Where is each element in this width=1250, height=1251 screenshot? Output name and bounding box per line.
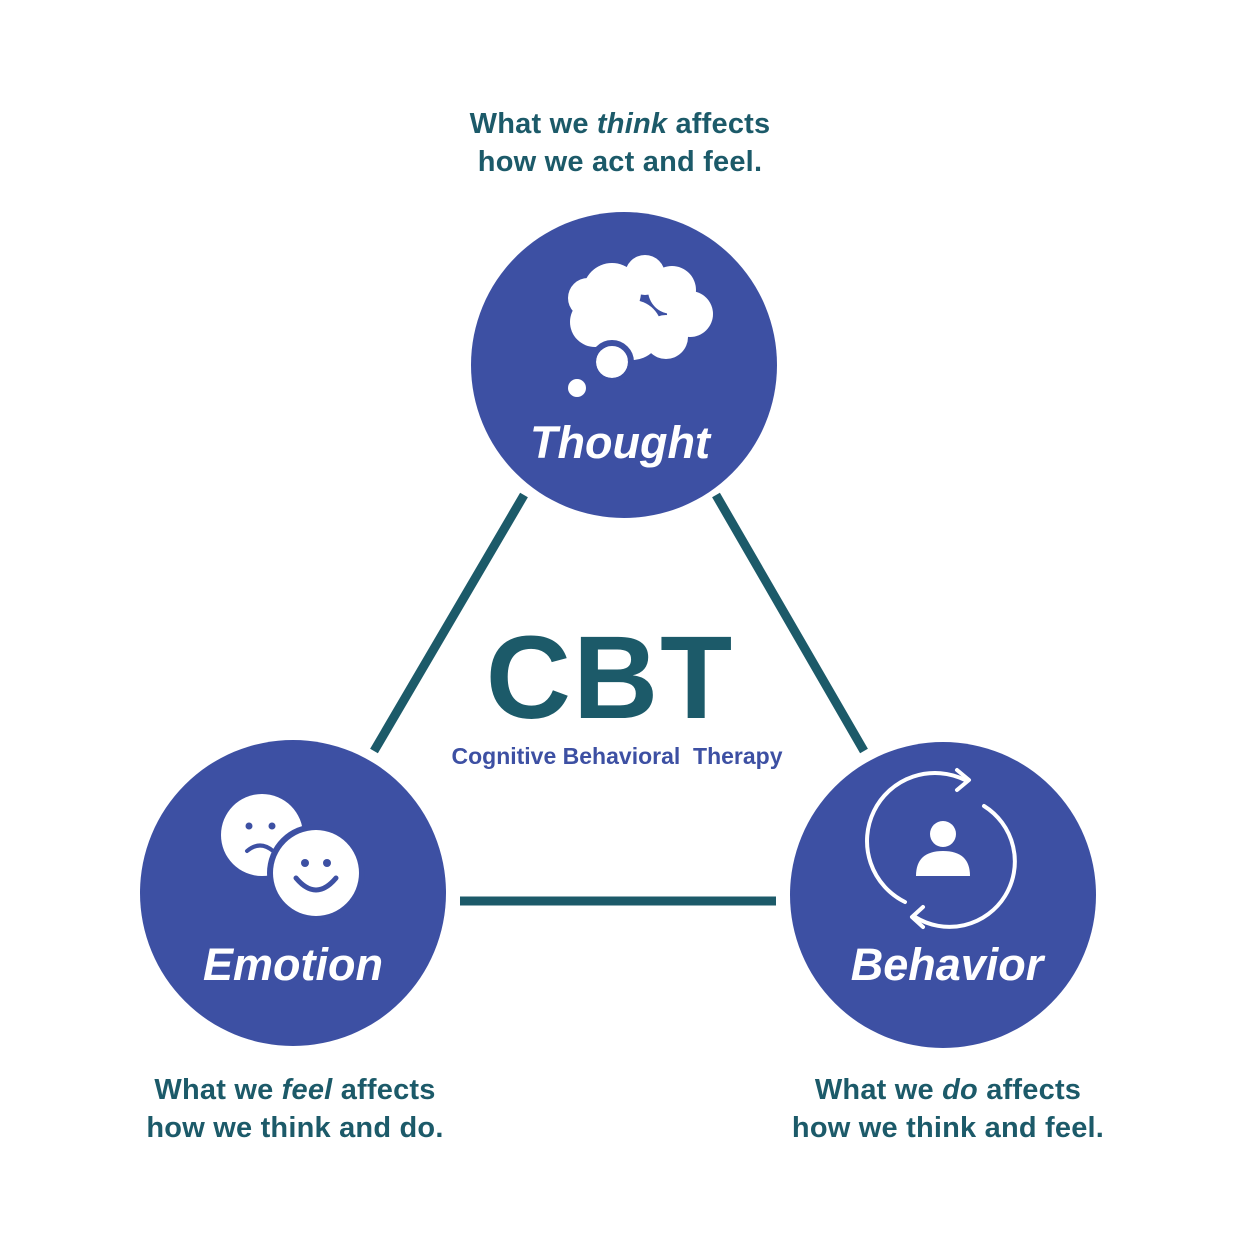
behavior-caption-line1: What we do affects [728,1071,1168,1109]
thought-caption: What we think affects how we act and fee… [410,105,830,181]
faces-icon [221,794,365,922]
person-icon-body [916,851,970,876]
caption-text: What we [154,1074,282,1106]
caption-emphasis: feel [281,1074,333,1106]
cbt-title: CBT [486,612,735,744]
behavior-label: Behavior [851,939,1046,990]
caption-text: What we [469,108,597,140]
thought-caption-line1: What we think affects [410,105,830,143]
emotion-label: Emotion [203,939,383,990]
center-block: CBT Cognitive Behavioral Therapy [451,612,782,769]
behavior-caption: What we do affects how we think and feel… [728,1071,1168,1147]
thought-bubble-icon-outline [590,340,634,384]
emotion-caption-line1: What we feel affects [90,1071,500,1109]
person-icon-head [930,821,956,847]
thought-label: Thought [530,417,712,468]
caption-text: What we [814,1074,943,1106]
caption-emphasis: do [942,1074,978,1106]
connector-thought-emotion [370,492,528,754]
cbt-subtitle: Cognitive Behavioral Therapy [451,743,782,769]
thought-node: Thought [471,212,777,518]
connector-thought-behavior [712,492,868,754]
behavior-caption-line2: how we think and feel. [791,1112,1105,1144]
thought-caption-line2: how we act and feel. [477,146,763,178]
behavior-node: Behavior [790,742,1096,1048]
caption-text: affects [332,1074,436,1106]
caption-emphasis: think [596,108,668,140]
caption-text: affects [667,108,771,140]
emotion-caption-line2: how we think and do. [146,1112,444,1144]
behavior-circle [790,742,1096,1048]
emotion-node: Emotion [140,740,446,1046]
thought-bubble-icon [568,255,713,397]
connectors [370,492,868,906]
emotion-caption: What we feel affects how we think and do… [90,1071,500,1147]
person-cycle-icon [865,768,1017,929]
happy-face-icon [273,830,359,916]
caption-text: affects [977,1074,1082,1106]
thought-bubble-small-dot [599,349,625,375]
